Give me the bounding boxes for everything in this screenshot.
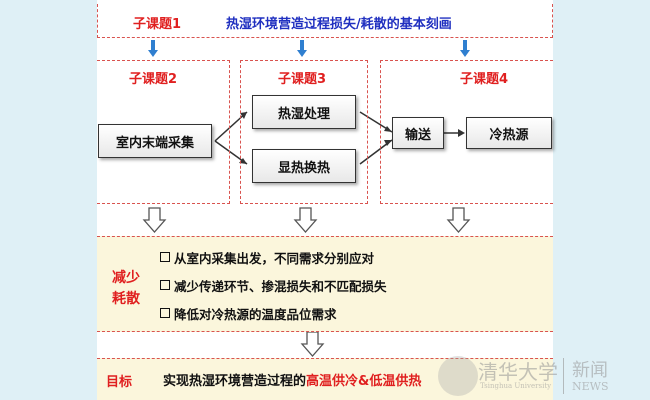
watermark-divider (563, 358, 564, 394)
down-arrow-icon (460, 40, 470, 57)
header-frame (97, 4, 553, 38)
hollow-down-arrow-icon (300, 331, 325, 357)
checkbox-square-icon (160, 280, 170, 290)
hollow-down-arrow-icon (142, 207, 167, 233)
goal-band (97, 358, 553, 400)
goal-highlight: 高温供冷&低温供热 (306, 374, 422, 389)
subtopic2-frame (97, 60, 230, 204)
reduce-band (97, 236, 553, 332)
goal-label: 目标 (106, 375, 133, 390)
checkbox-square-icon (160, 252, 170, 262)
down-arrow-icon (148, 40, 158, 57)
heat-source-box: 冷热源 (466, 117, 552, 149)
subtopic3-frame (240, 60, 368, 204)
subtopic1-label: 子课题1 (133, 17, 182, 32)
heat-moisture-box: 热湿处理 (252, 95, 356, 129)
reduce-bullet: 减少传递环节、掺混损失和不匹配损失 (160, 276, 387, 295)
goal-text: 实现热湿环境营造过程的高温供冷&低温供热 (163, 374, 422, 389)
watermark-text: 清华大学 (478, 360, 558, 384)
hollow-down-arrow-icon (293, 207, 318, 233)
watermark-news-en: NEWS (572, 380, 609, 393)
watermark-news-cn: 新闻 (572, 360, 608, 381)
watermark-sub: Tsinghua University (480, 382, 552, 390)
subtopic4-frame (380, 60, 553, 204)
sensible-heat-box: 显热换热 (252, 149, 356, 183)
reduce-bullet: 从室内采集出发，不同需求分别应对 (160, 248, 374, 267)
subtopic3-label: 子课题3 (278, 72, 327, 87)
reduce-bullet: 降低对冷热源的温度品位需求 (160, 304, 337, 323)
reduce-label-line2: 耗散 (112, 291, 140, 307)
subtopic4-label: 子课题4 (460, 72, 509, 87)
checkbox-square-icon (160, 308, 170, 318)
slide (97, 0, 553, 400)
down-arrow-icon (297, 40, 307, 57)
tsinghua-logo (438, 356, 478, 396)
hollow-down-arrow-icon (446, 207, 471, 233)
indoor-collection-box: 室内末端采集 (98, 124, 212, 158)
reduce-label-line1: 减少 (112, 270, 140, 286)
transport-box: 输送 (392, 117, 444, 149)
subtopic2-label: 子课题2 (129, 72, 178, 87)
header-title: 热湿环境营造过程损失/耗散的基本刻画 (226, 17, 452, 32)
